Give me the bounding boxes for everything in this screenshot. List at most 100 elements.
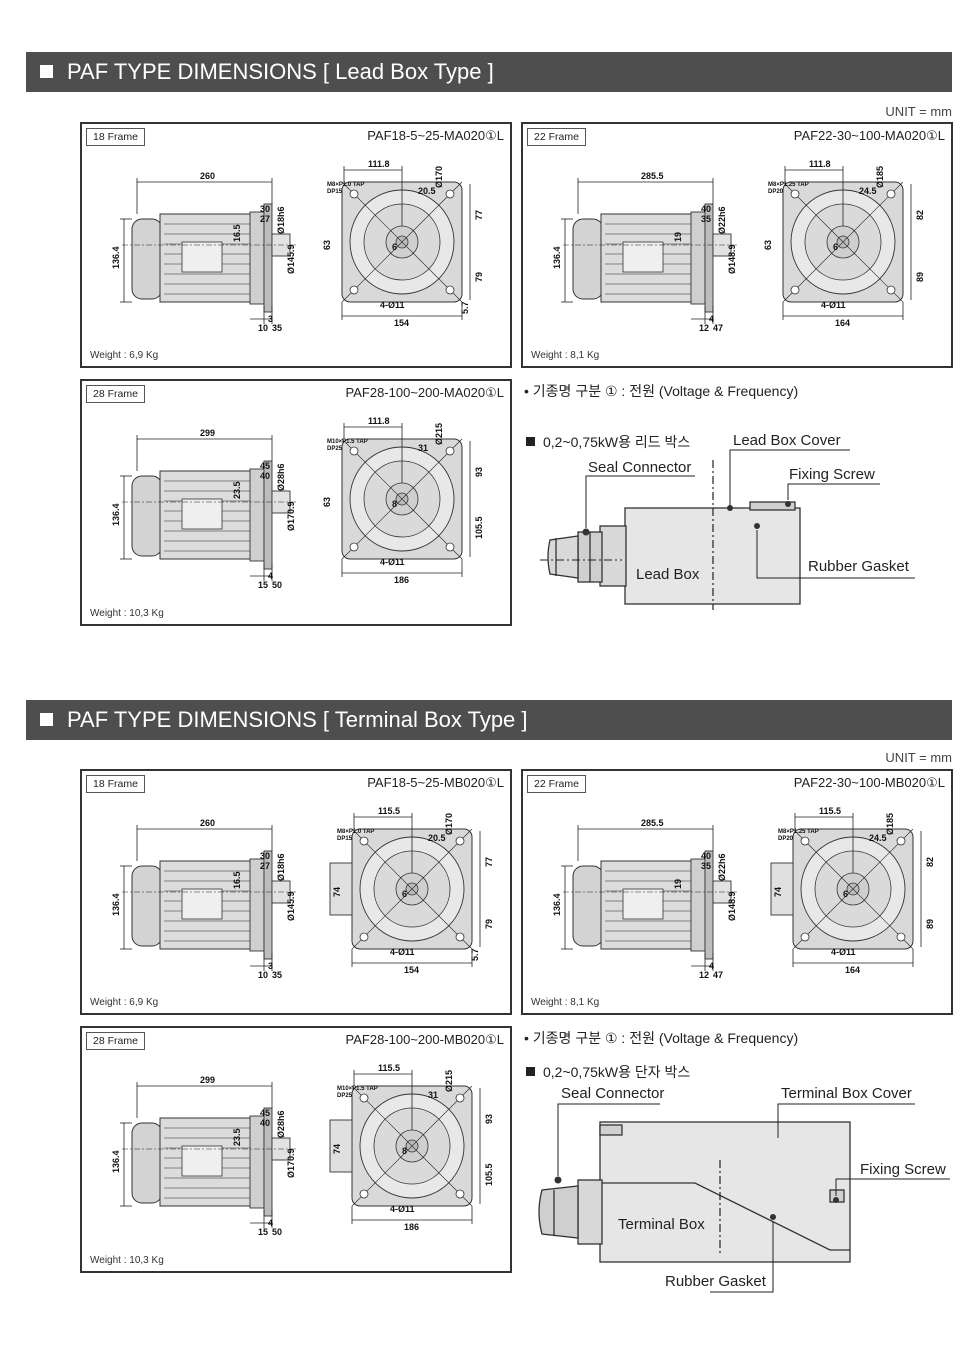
- dimension-label: 136.4: [552, 246, 562, 269]
- bolt-hole-icon: [800, 932, 810, 942]
- dimension-label: Ø28h6: [276, 463, 286, 491]
- dimension-label: 4-Ø11: [380, 557, 405, 567]
- dimension-label: M10×P1.5 TAP: [337, 1086, 378, 1092]
- model-number: PAF22-30~100-MA020①L: [793, 128, 945, 143]
- bolt-hole-icon: [455, 836, 465, 846]
- dimension-label: Ø18h6: [276, 853, 286, 881]
- square-bullet-icon: [40, 713, 53, 726]
- dimension-label: 77: [484, 857, 494, 867]
- dimension-label: Ø215: [444, 1070, 454, 1092]
- dimension-label: 299: [200, 428, 215, 438]
- dimension-label: Ø28h6: [276, 1110, 286, 1138]
- terminal-box-side: [329, 1119, 353, 1173]
- model-number: PAF28-100~200-MA020①L: [345, 385, 504, 400]
- terminal-box-label: Terminal Box: [618, 1216, 705, 1233]
- motor-fan-cover: [572, 865, 604, 947]
- dimension-label: 19: [673, 232, 683, 242]
- dimension-label: 27: [260, 214, 270, 224]
- dimension-label: 8: [402, 1146, 407, 1156]
- dimension-label: DP20: [768, 189, 784, 195]
- lead-box-illustration: [540, 449, 915, 610]
- dimension-label: 63: [322, 497, 332, 507]
- dimension-label: 186: [394, 575, 409, 585]
- flange-side: [704, 203, 714, 313]
- frame-size-tag: 22 Frame: [527, 775, 586, 793]
- bolt-hole-icon: [445, 446, 455, 456]
- dimension-label: 136.4: [552, 893, 562, 916]
- dimension-label: 23.5: [232, 481, 242, 499]
- dimension-label: 260: [200, 818, 215, 828]
- bolt-hole-icon: [349, 446, 359, 456]
- lead-box-side: [622, 241, 664, 273]
- weight-label: Weight : 10,3 Kg: [90, 1255, 164, 1266]
- dimension-label: 50: [272, 1227, 282, 1237]
- flange-side: [263, 203, 273, 313]
- dimension-label: 154: [404, 965, 419, 975]
- dimension-label: 45: [260, 461, 270, 471]
- bolt-hole-icon: [359, 1093, 369, 1103]
- dimension-label: 6: [843, 889, 848, 899]
- square-bullet-icon: [40, 65, 53, 78]
- dimension-label: 79: [484, 919, 494, 929]
- dimension-label: 63: [763, 240, 773, 250]
- dimension-label: 186: [404, 1222, 419, 1232]
- dimension-label: Ø22h6: [717, 206, 727, 234]
- dimension-label: 136.4: [111, 1150, 121, 1173]
- dimension-label: 260: [200, 171, 215, 181]
- dimension-label: 111.8: [809, 159, 831, 169]
- dimension-label: 115.5: [378, 806, 400, 816]
- bolt-hole-icon: [886, 285, 896, 295]
- dimension-label: M8×P1.25 TAP: [768, 182, 809, 188]
- dimension-label: 89: [915, 272, 925, 282]
- flange-side: [704, 850, 714, 960]
- model-number: PAF22-30~100-MB020①L: [793, 775, 945, 790]
- dimension-label: 285.5: [641, 818, 664, 828]
- box-heading: 0,2~0,75kW용 리드 박스: [526, 432, 690, 452]
- dimension-label: 40: [701, 851, 711, 861]
- motor-fan-cover: [131, 865, 163, 947]
- dimension-label: DP15: [327, 189, 343, 195]
- dimension-label: 164: [845, 965, 860, 975]
- dimension-label: M10×P1.5 TAP: [327, 439, 368, 445]
- dimension-label: 40: [701, 204, 711, 214]
- terminal-box-side: [329, 862, 353, 916]
- bolt-hole-icon: [349, 542, 359, 552]
- dimension-label: Ø185: [885, 813, 895, 835]
- bolt-hole-icon: [445, 542, 455, 552]
- dimension-label: 12: [699, 970, 709, 980]
- dimension-label: 50: [272, 580, 282, 590]
- weight-label: Weight : 8,1 Kg: [531, 350, 600, 361]
- motor-fan-cover: [131, 218, 163, 300]
- dimension-label: DP25: [337, 1093, 353, 1099]
- dimension-label: 136.4: [111, 246, 121, 269]
- dimension-label: 31: [428, 1090, 438, 1100]
- box-heading: 0,2~0,75kW용 단자 박스: [526, 1062, 690, 1082]
- dimension-label: 115.5: [819, 806, 841, 816]
- dimension-label: 12: [699, 323, 709, 333]
- dimension-label: 4: [709, 961, 714, 971]
- dimension-label: 77: [474, 210, 484, 220]
- lead-box-side: [181, 888, 223, 920]
- dimension-label: 31: [418, 443, 428, 453]
- dimension-label: 136.4: [111, 893, 121, 916]
- dimension-label: 79: [474, 272, 484, 282]
- dimension-label: Ø170.9: [286, 1148, 296, 1178]
- lead-box-label: Lead Box: [636, 566, 700, 583]
- section-header-lead-box: PAF TYPE DIMENSIONS [ Lead Box Type ]: [26, 52, 952, 92]
- dimension-label: 6: [833, 242, 838, 252]
- bolt-hole-icon: [455, 1189, 465, 1199]
- bolt-hole-icon: [896, 836, 906, 846]
- dimension-label: 15: [258, 1227, 268, 1237]
- seal-connector-label: Seal Connector: [561, 1085, 665, 1102]
- terminal-box-side: [770, 862, 794, 916]
- model-number: PAF18-5~25-MA020①L: [367, 128, 504, 143]
- bolt-hole-icon: [886, 189, 896, 199]
- dimension-label: 93: [484, 1114, 494, 1124]
- dimension-label: M8×P1.25 TAP: [778, 829, 819, 835]
- fixing-screw-label: Fixing Screw: [789, 466, 875, 483]
- terminal-box-illustration: [538, 1103, 950, 1293]
- dimension-label: 10: [258, 323, 268, 333]
- dimension-label: 35: [701, 861, 711, 871]
